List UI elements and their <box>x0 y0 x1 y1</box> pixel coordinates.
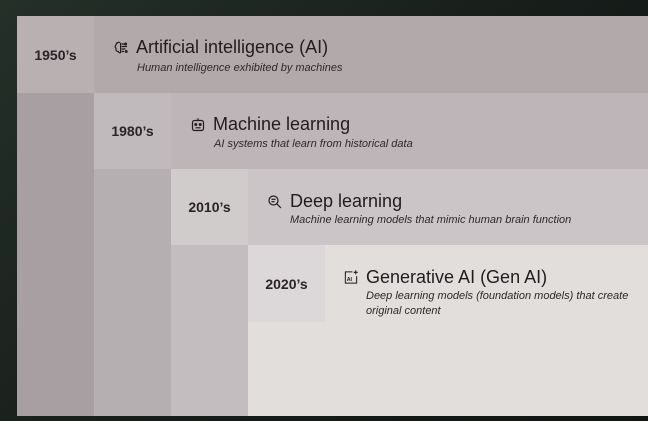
era-band-1980s <box>171 93 648 169</box>
era-title-row-ai: Artificial intelligence (AI) <box>113 37 328 58</box>
era-title-dl: Deep learning <box>290 191 403 211</box>
era-title-genai: Generative AI (Gen AI) <box>366 267 548 287</box>
svg-text:AI: AI <box>347 277 353 283</box>
ai-nesting-diagram: 1950’s 1980’s 2010’s 2020’s Artificial i… <box>17 16 648 416</box>
era-title-row-ml: Machine learning <box>190 114 350 135</box>
year-label-1980s: 1980’s <box>94 93 171 169</box>
era-title-ml: Machine learning <box>213 114 351 134</box>
era-title-ai: Artificial intelligence (AI) <box>136 37 329 57</box>
magnify-icon <box>267 194 283 210</box>
ai-sparkle-icon: AI <box>343 270 359 286</box>
brain-icon <box>113 40 129 56</box>
era-title-row-dl: Deep learning <box>267 191 402 212</box>
era-title-row-genai: AI Generative AI (Gen AI) <box>343 267 547 288</box>
year-label-1950s: 1950’s <box>17 16 94 93</box>
era-desc-ai: Human intelligence exhibited by machines <box>137 62 343 74</box>
era-band-1950s <box>94 16 648 93</box>
year-label-2020s: 2020’s <box>248 245 325 322</box>
era-desc-ml: AI systems that learn from historical da… <box>214 138 413 150</box>
year-label-2010s: 2010’s <box>171 169 248 245</box>
era-band-2010s <box>248 169 648 245</box>
era-desc-dl: Machine learning models that mimic human… <box>290 214 572 226</box>
robot-icon <box>190 117 206 133</box>
era-desc-genai: Deep learning models (foundation models)… <box>366 290 629 317</box>
